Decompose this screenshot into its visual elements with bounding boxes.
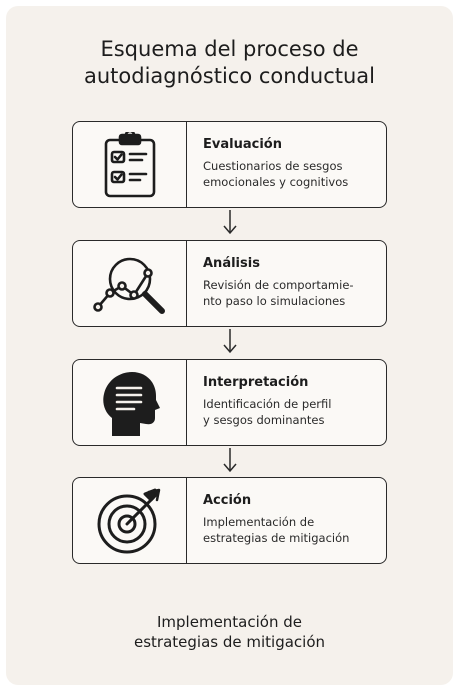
step-desc-line-2: emocionales y cognitivos (203, 175, 349, 189)
title-line-2: autodiagnóstico conductual (84, 64, 375, 88)
step-divider (186, 478, 187, 563)
step-evaluacion: Evaluación Cuestionarios de sesgos emoci… (72, 121, 387, 208)
step-interpretacion: Interpretación Identificación de perfil … (72, 359, 387, 446)
clipboard-checklist-icon (73, 122, 186, 207)
step-label: Análisis (203, 256, 260, 271)
step-desc-line-1: Identificación de perfil (203, 397, 332, 411)
step-label: Interpretación (203, 375, 309, 390)
step-desc-line-2: y sesgos dominantes (203, 413, 325, 427)
down-arrow-icon (223, 329, 237, 354)
footer-line-2: estrategias de mitigación (133, 633, 325, 651)
step-divider (186, 360, 187, 445)
step-divider (186, 122, 187, 207)
step-divider (186, 241, 187, 326)
down-arrow-icon (223, 210, 237, 235)
step-label: Acción (203, 493, 252, 508)
step-accion: Acción Implementación de estrategias de … (72, 477, 387, 564)
step-desc-line-1: Cuestionarios de sesgos (203, 159, 343, 173)
step-desc-line-2: estrategias de mitigación (203, 531, 350, 545)
step-desc-line-2: nto paso lo simulaciones (203, 294, 346, 308)
step-desc-line-1: Implementación de (203, 515, 315, 529)
title-line-1: Esquema del proceso de (100, 37, 359, 61)
step-label: Evaluación (203, 137, 282, 152)
target-arrow-icon (73, 478, 186, 563)
footer-caption: Implementación de estrategias de mitigac… (0, 612, 459, 652)
step-analisis: Análisis Revisión de comportamie- nto pa… (72, 240, 387, 327)
step-desc-line-1: Revisión de comportamie- (203, 278, 354, 292)
magnifier-chart-icon (73, 241, 186, 326)
diagram-title: Esquema del proceso de autodiagnóstico c… (0, 36, 459, 90)
footer-line-1: Implementación de (157, 613, 302, 631)
down-arrow-icon (223, 448, 237, 473)
head-profile-icon (73, 360, 186, 445)
